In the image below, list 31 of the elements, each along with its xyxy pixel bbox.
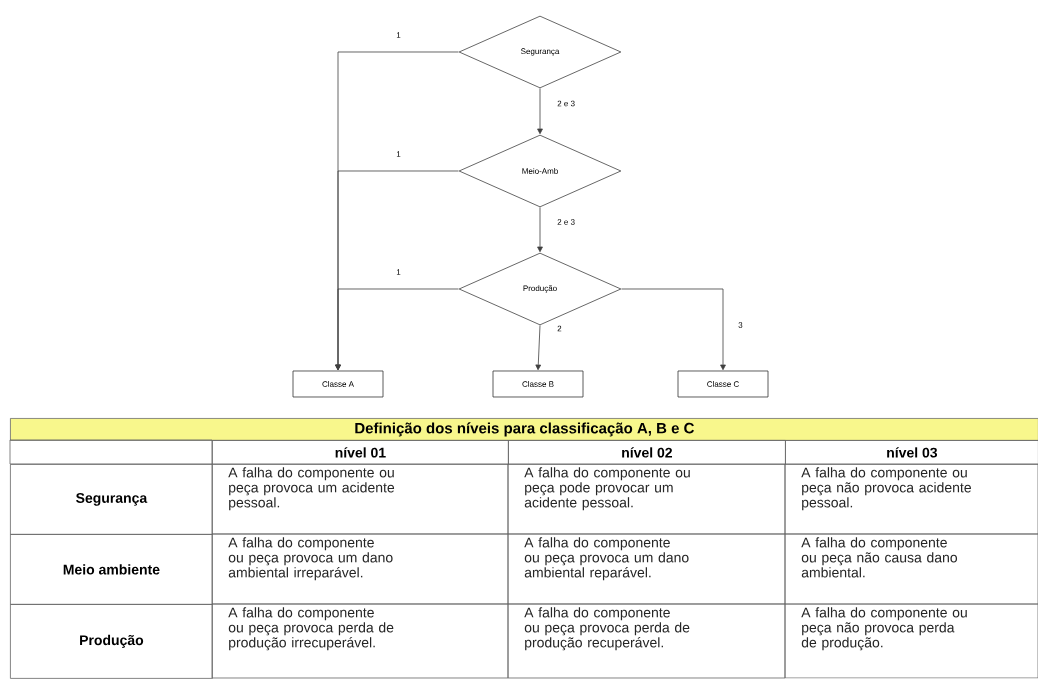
edge-label: 3 [737,321,744,329]
row-header-cell: Meio ambiente [10,534,213,605]
arrow [535,325,542,371]
table-cell: A falha do componente ou peça não causa dano ambiental. [784,533,1038,605]
process-box: Classe C [677,370,769,398]
table-cell: A falha do componente ou peça provoca perda de produção recuperável. [507,603,786,679]
table-cell: A falha do componente ou peça provoca um acidente pessoal. [211,463,509,535]
header-cell: nível 03 [785,440,1038,465]
table-title-cell: Definição dos níveis para classificação A, B e C [10,418,1038,441]
header-cell: nível 01 [212,440,509,465]
header-cell: nível 02 [508,440,786,465]
edge-label: 2 e 3 [556,218,576,226]
edge-label: 1 [395,31,402,39]
edge-label: 1 [395,150,402,158]
edge-label: 2 e 3 [556,99,576,108]
table-cell: A falha do componente ou peça provoca um dano ambiental reparável. [507,533,786,605]
table-cell: A falha do componente ou peça provoca perda de produção irrecuperável. [211,603,509,679]
edge-label: 1 [395,268,402,276]
table-cell: A falha do componente ou peça pode provocar um acidente pessoal. [507,463,786,535]
edge-label: 2 [556,324,563,333]
row-header-cell: Produção [10,604,213,679]
process-box: Classe A [292,370,384,398]
arrow [335,288,459,371]
arrow [621,288,726,371]
arrow [537,207,543,253]
table-cell: A falha do componente ou peça não provoca perda de produção. [784,603,1038,679]
arrow [537,88,543,135]
table-cell: A falha do componente ou peça não provoca acidente pessoal. [784,463,1038,535]
row-header-cell: Segurança [10,464,213,535]
table-cell: A falha do componente ou peça provoca um dano ambiental irreparável. [211,533,509,605]
process-box: Classe B [492,370,584,398]
